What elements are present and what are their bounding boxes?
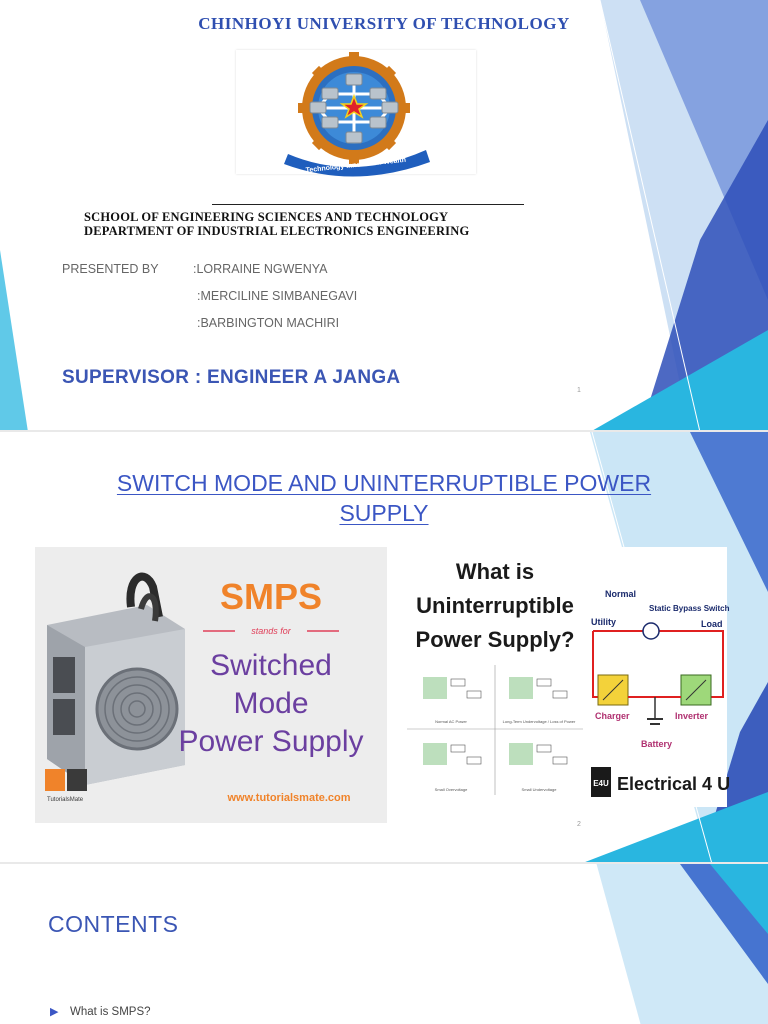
decor-line	[595, 863, 641, 1024]
ups-load-label: Load	[701, 619, 723, 629]
decor-triangle	[580, 792, 768, 864]
ups-panel-label: Normal AC Power	[435, 719, 467, 724]
supervisor-line: SUPERVISOR : ENGINEER A JANGA	[62, 367, 401, 388]
smps-heading: SMPS	[220, 576, 322, 617]
smps-line: Power Supply	[178, 725, 363, 758]
ups-panel-label: Long-Term Undervoltage / Loss of Power	[503, 719, 576, 724]
ups-panel-label: Small Overvoltage	[435, 787, 468, 792]
page-number: 1	[577, 387, 581, 394]
smps-stands-for: stands for	[251, 626, 292, 636]
smps-line: Mode	[233, 687, 308, 720]
ups-panel-label: Small Undervoltage	[522, 787, 558, 792]
ups-utility-label: Utility	[591, 617, 616, 627]
ups-image: What is Uninterruptible Power Supply? No…	[405, 547, 730, 807]
decor-triangle	[590, 330, 768, 432]
contents-item: What is SMPS?	[70, 1006, 151, 1018]
university-logo: Technology Innovation Wealth	[236, 50, 476, 177]
decor-triangle	[710, 864, 768, 934]
ups-normal-label: Normal	[605, 589, 636, 599]
school-department: SCHOOL OF ENGINEERING SCIENCES AND TECHN…	[84, 210, 469, 238]
ups-question-line: Power Supply?	[416, 627, 575, 652]
university-name: CHINHOYI UNIVERSITY OF TECHNOLOGY	[198, 14, 570, 33]
ups-battery-label: Battery	[641, 739, 672, 749]
presenter-name: :BARBINGTON MACHIRI	[197, 316, 340, 330]
page-number: 2	[577, 821, 581, 828]
bullet-icon: ▶	[50, 1006, 59, 1018]
title-slide: CHINHOYI UNIVERSITY OF TECHNOLOGY	[0, 0, 768, 433]
slide-decoration	[0, 0, 768, 433]
smps-url: www.tutorialsmate.com	[226, 792, 350, 804]
ups-brand-badge: E4U	[593, 779, 609, 788]
decor-line	[599, 0, 701, 433]
slide-decoration	[595, 863, 768, 1024]
ups-brand: Electrical 4 U	[617, 774, 730, 794]
ups-question-line: What is	[456, 559, 534, 584]
smps-line: Switched	[210, 649, 332, 682]
presented-by-label: PRESENTED BY	[62, 262, 159, 276]
presenter-name: :LORRAINE NGWENYA	[193, 262, 328, 276]
ups-inverter-label: Inverter	[675, 711, 709, 721]
contents-heading: CONTENTS	[48, 911, 179, 937]
smps-image: SMPS stands for Switched Mode Power Supp…	[35, 547, 387, 823]
smps-brand: TutorialsMate	[47, 797, 84, 803]
contents-slide: CONTENTS ▶ What is SMPS?	[0, 863, 768, 1024]
ups-charger-label: Charger	[595, 711, 630, 721]
slide-title: SWITCH MODE AND UNINTERRUPTIBLE POWER SU…	[60, 468, 708, 528]
divider-line	[212, 204, 524, 205]
decor-triangle	[0, 250, 28, 432]
decor-triangle	[690, 432, 768, 592]
slide-title-line: SWITCH MODE AND UNINTERRUPTIBLE POWER	[116, 470, 652, 496]
ups-question-line: Uninterruptible	[416, 593, 574, 618]
slide-title-line: SUPPLY	[339, 500, 429, 526]
title-topic-slide: SWITCH MODE AND UNINTERRUPTIBLE POWER SU…	[0, 431, 768, 865]
ups-bypass-label: Static Bypass Switch	[649, 604, 730, 613]
school-name: SCHOOL OF ENGINEERING SCIENCES AND TECHN…	[84, 210, 449, 224]
department-name: DEPARTMENT OF INDUSTRIAL ELECTRONICS ENG…	[84, 224, 470, 238]
presenter-name: :MERCILINE SIMBANEGAVI	[197, 289, 358, 303]
